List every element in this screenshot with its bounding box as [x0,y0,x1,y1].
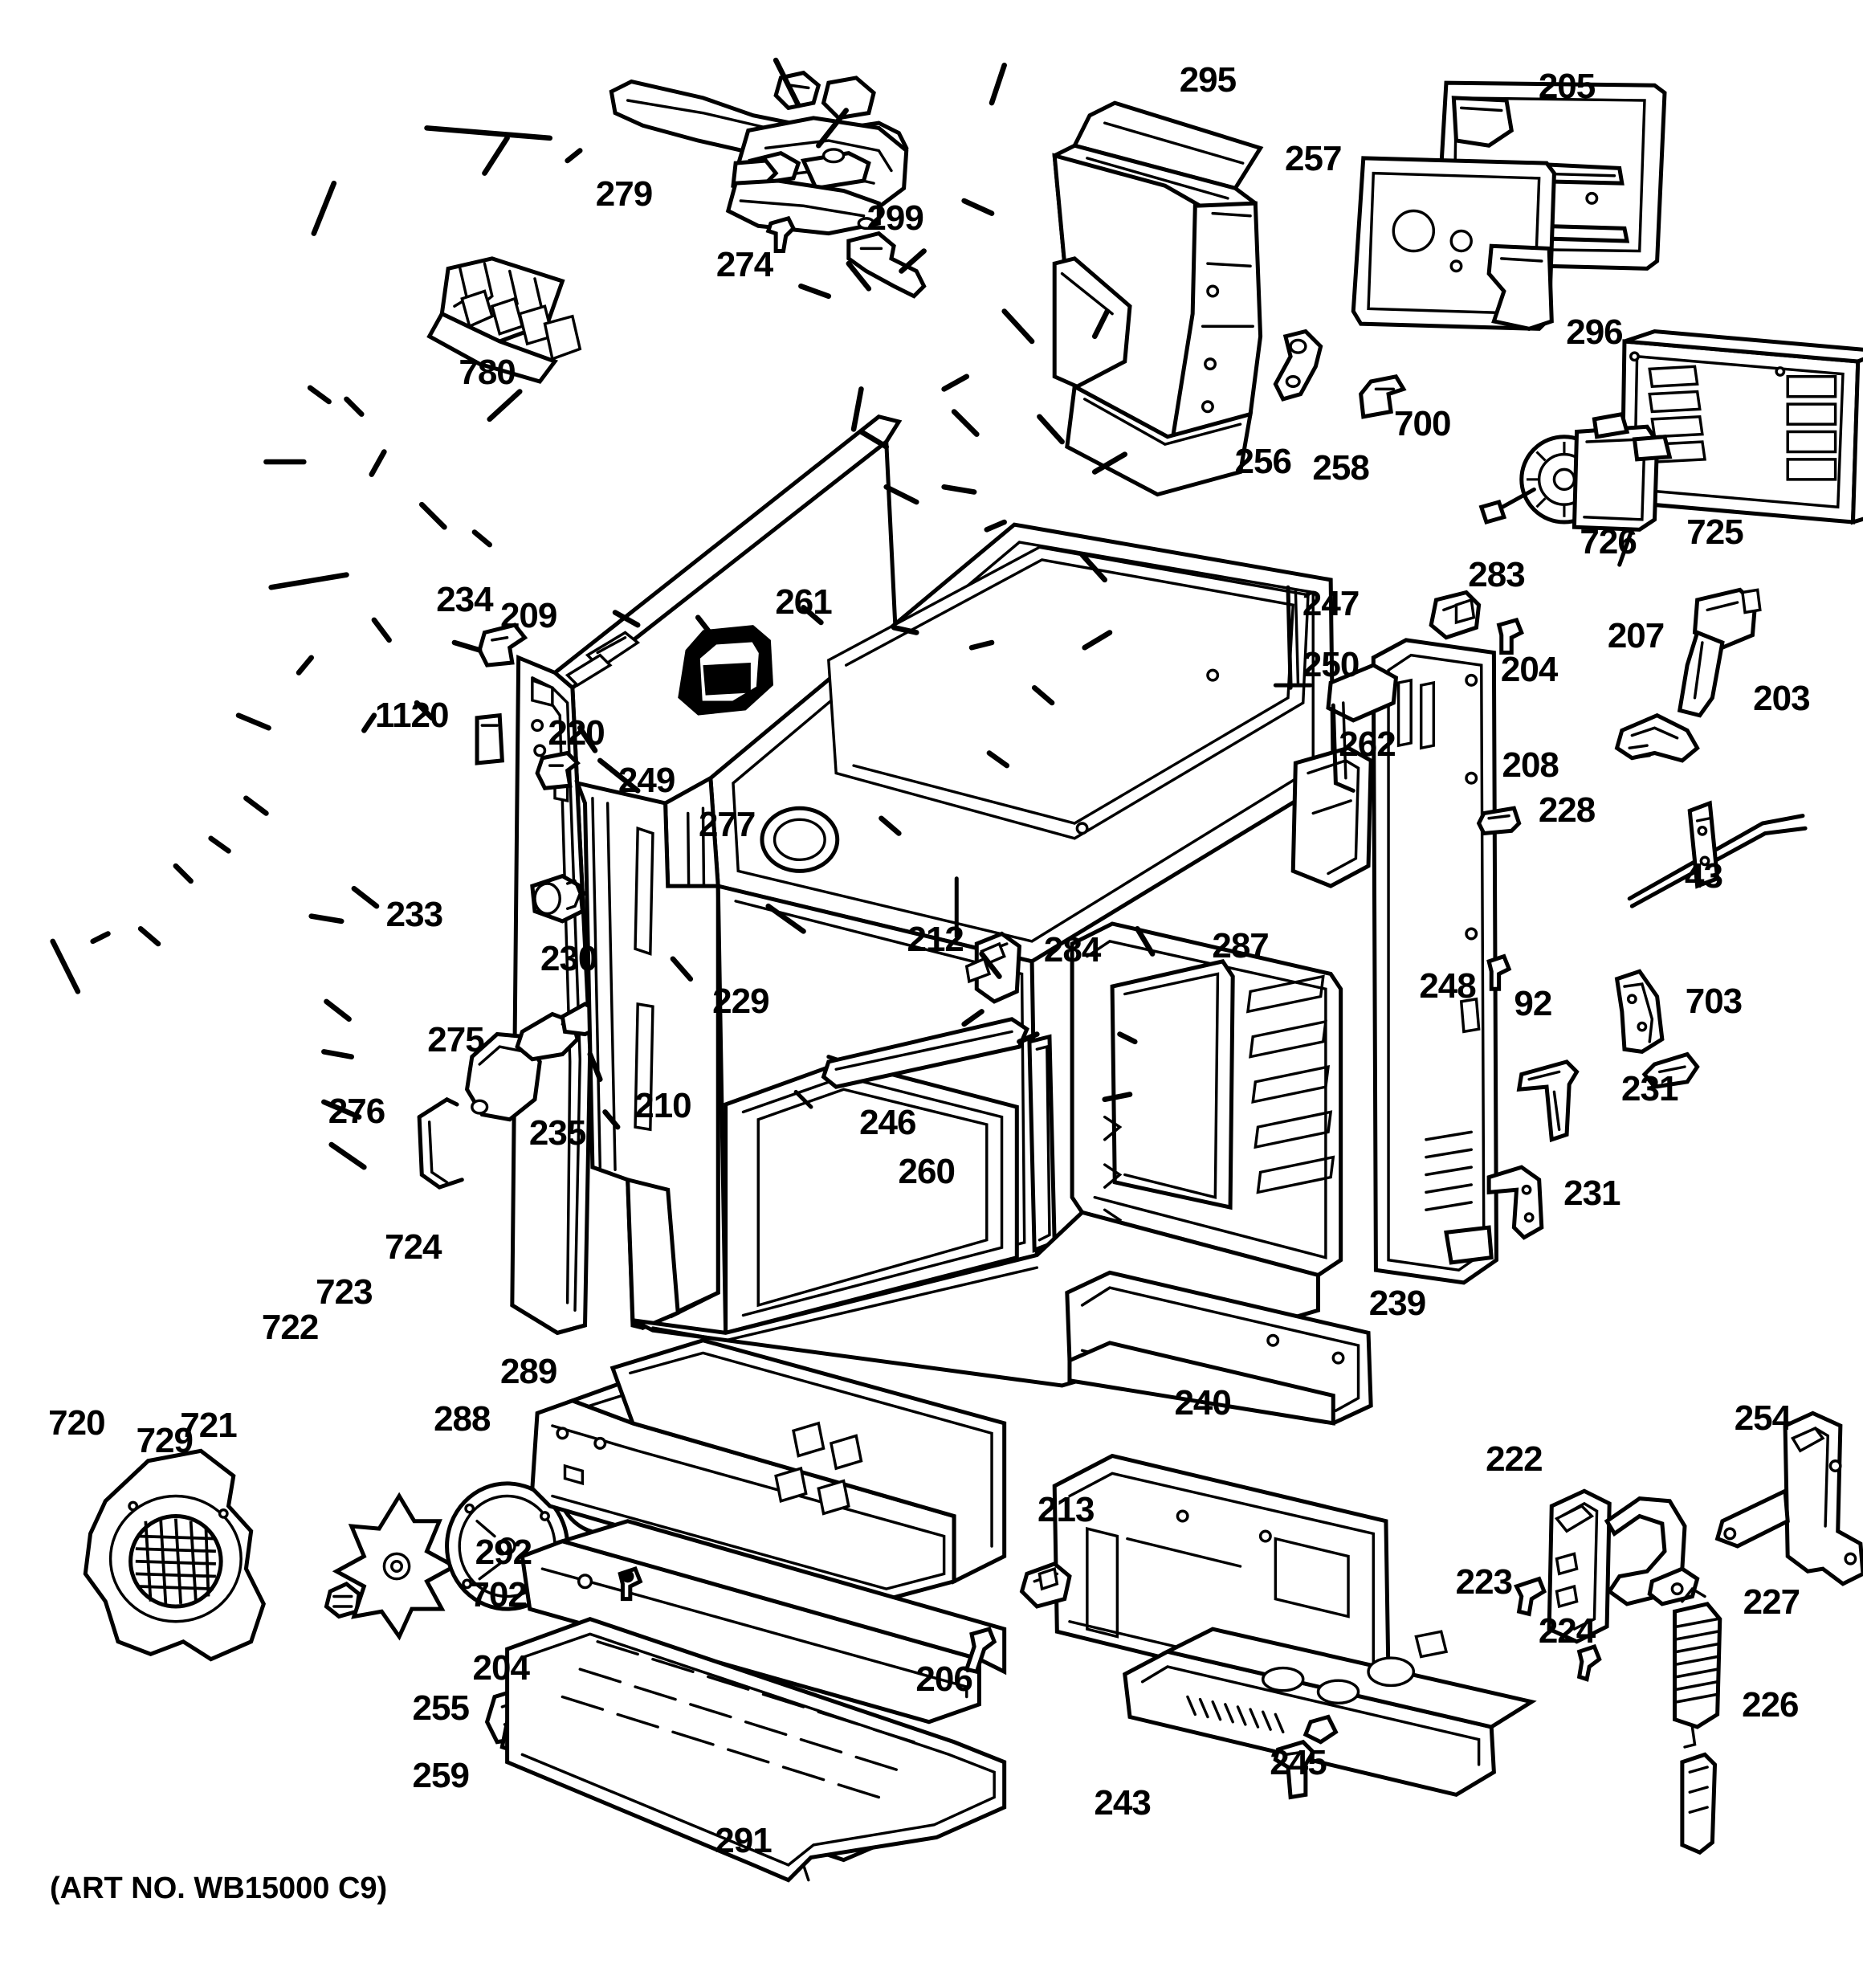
parts-703-231-brackets [1486,969,1665,1240]
callout-700: 700 [1394,404,1451,444]
callout-92: 92 [1514,984,1552,1023]
part-725-blower-housing [1620,329,1863,525]
callout-722: 722 [261,1308,319,1348]
callout-703: 703 [1685,981,1743,1021]
callout-226: 226 [1742,1685,1799,1725]
callout-277: 277 [698,804,756,844]
part-248-208-right-panel [1273,585,1524,1285]
callout-243: 243 [1094,1783,1151,1823]
callout-227: 227 [1743,1582,1800,1623]
callout-289: 289 [499,1351,557,1391]
callout-220: 220 [548,712,605,753]
callout-275: 275 [427,1020,484,1060]
callout-247: 247 [1302,583,1360,623]
callout-256: 256 [1234,442,1292,481]
callout-246: 246 [859,1103,916,1143]
callout-203: 203 [1753,679,1810,719]
callout-726: 726 [1580,522,1637,561]
callout-43: 43 [1684,855,1723,896]
callout-291: 291 [715,1821,772,1861]
callout-239: 239 [1368,1284,1426,1324]
callout-212: 212 [907,920,964,960]
callout-240: 240 [1174,1382,1231,1423]
callout-721: 721 [180,1406,237,1445]
parts-222-254-227-hinge-spring [1513,1410,1863,1855]
part-275-276-235-lamp [417,1002,605,1190]
callout-204-lower: 204 [472,1647,530,1688]
callout-276: 276 [328,1092,385,1132]
callout-234: 234 [436,579,493,619]
callout-223: 223 [1455,1562,1513,1602]
callout-295: 295 [1179,60,1237,100]
callout-254: 254 [1734,1398,1792,1438]
callout-248: 248 [1419,966,1476,1006]
part-726-blower-motor [1478,411,1673,567]
callout-255: 255 [412,1688,470,1728]
callout-1120: 1120 [375,695,449,735]
callout-207: 207 [1607,616,1665,656]
callout-261: 261 [775,582,832,622]
parts-207-203-43-wiring [1614,587,1808,1089]
callout-208: 208 [1502,745,1559,786]
callout-257: 257 [1285,139,1342,179]
oven-left-door-panel [475,414,907,1336]
callout-206: 206 [915,1659,972,1699]
callout-205: 205 [1538,66,1596,106]
callout-231-upper: 231 [1621,1069,1678,1109]
callout-288: 288 [434,1399,491,1439]
callout-258: 258 [1312,447,1369,488]
callout-249: 249 [618,760,675,800]
callout-723: 723 [316,1272,373,1312]
callout-283: 283 [1468,554,1525,594]
callout-245: 245 [1270,1743,1327,1783]
callout-222: 222 [1486,1439,1543,1480]
callout-259: 259 [412,1755,470,1795]
callout-229: 229 [712,981,769,1021]
part-780-rack [426,256,582,384]
callout-233: 233 [385,895,443,935]
parts-239-240-243-frames [964,1270,1537,1800]
callout-210: 210 [634,1085,691,1125]
callout-725: 725 [1686,512,1743,552]
part-295-257-vent-duct [1052,100,1407,497]
callout-231-lower: 231 [1563,1173,1620,1213]
callout-209: 209 [499,596,557,636]
callout-296: 296 [1566,312,1623,353]
callout-260: 260 [898,1152,956,1192]
callout-228: 228 [1538,790,1596,831]
parts-bottom-drawer-panels [484,1338,1007,1883]
callout-262: 262 [1339,724,1396,764]
callout-235: 235 [528,1112,586,1153]
callout-224: 224 [1538,1611,1596,1651]
callout-292: 292 [475,1532,532,1572]
leader-lines [50,57,1156,1170]
callout-230: 230 [540,938,597,978]
part-296-rear-panel [1351,156,1556,331]
callout-780: 780 [459,353,516,393]
callout-724: 724 [385,1227,442,1268]
callout-274: 274 [715,244,773,284]
callout-284: 284 [1043,929,1101,970]
art-number-caption: (ART NO. WB15000 C9) [50,1872,388,1905]
callout-287: 287 [1212,926,1269,966]
callout-299: 299 [866,198,923,238]
callout-729: 729 [136,1420,194,1460]
callout-250: 250 [1302,645,1360,685]
callout-204: 204 [1500,650,1558,690]
part-721-fan-blade [332,1492,459,1641]
callout-702: 702 [470,1574,527,1614]
callout-720: 720 [48,1402,105,1443]
callout-279: 279 [595,174,653,214]
callout-213-upper: 213 [1037,1489,1095,1529]
part-279-latch-assembly [609,70,927,299]
